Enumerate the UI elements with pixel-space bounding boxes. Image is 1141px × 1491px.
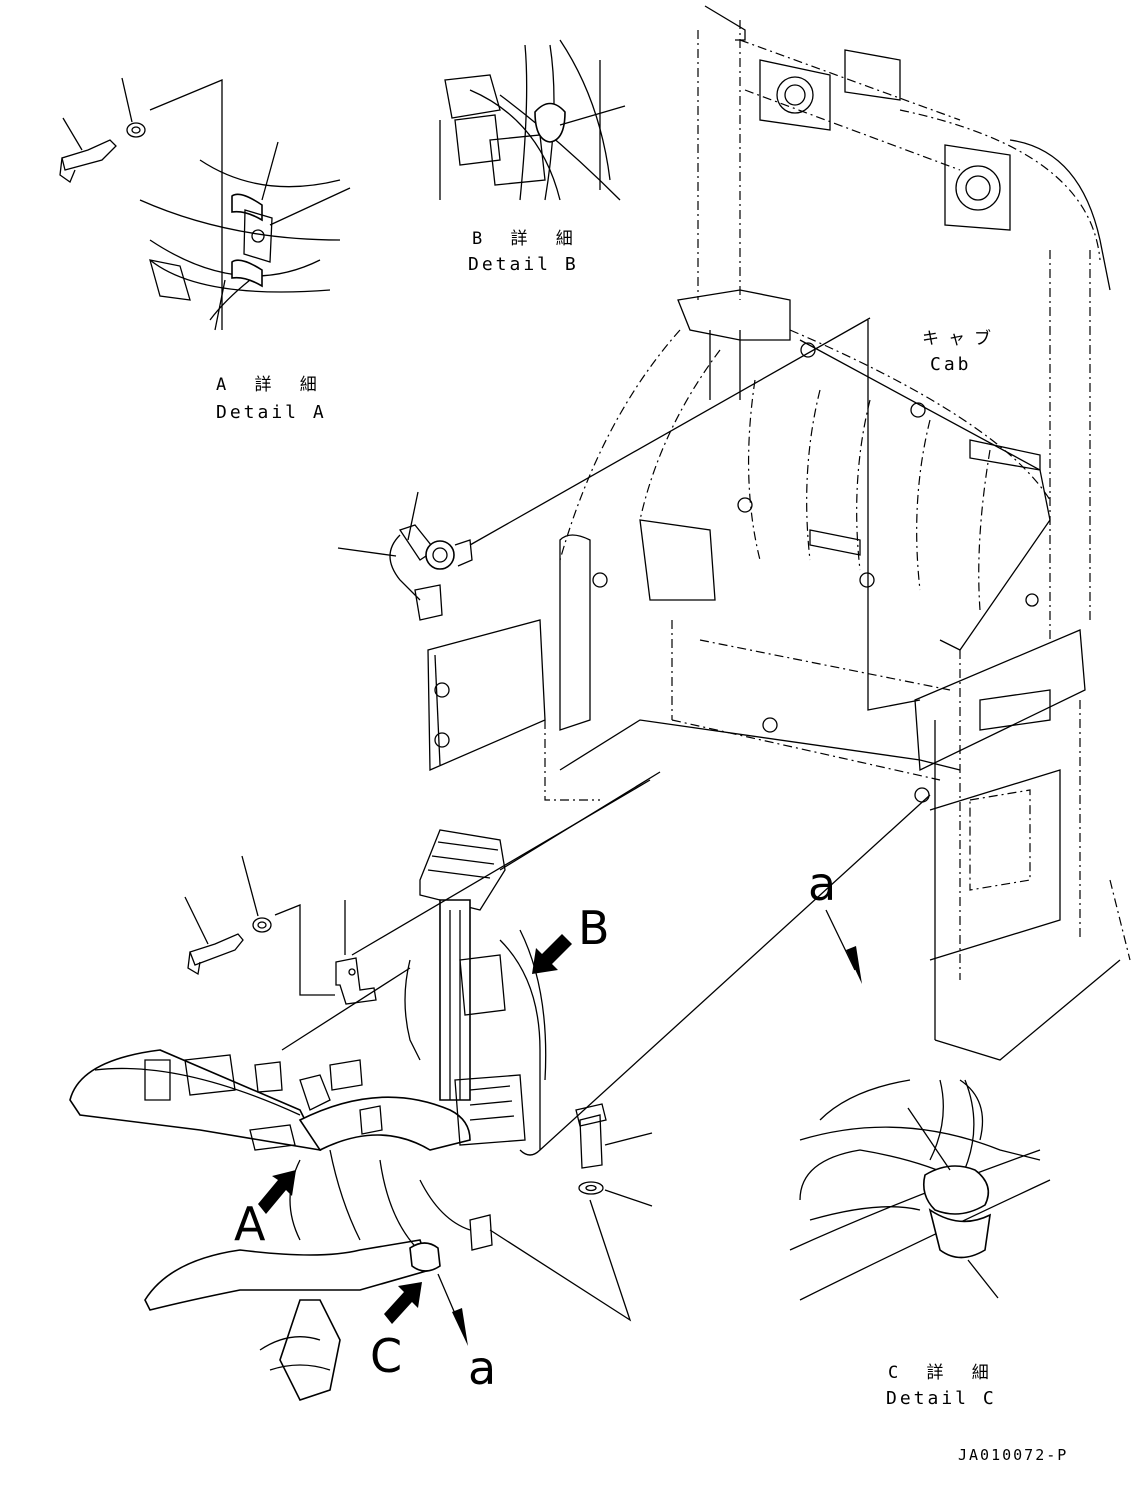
wiring-harness [69,771,931,1401]
view-arrow-a [258,1170,296,1214]
detail-a-label-jp: A 詳 細 [216,375,326,395]
view-arrow-b-label: B [578,901,610,955]
detail-a-label-en: Detail A [216,402,327,423]
drawing-code: JA010072-P [958,1446,1068,1464]
detail-b-label-en: Detail B [468,254,579,275]
detail-c-label-en: Detail C [886,1388,997,1409]
cab-label-jp: キャブ [922,328,1000,349]
detail-a-view [59,77,351,331]
ref-label-a-right: a [808,857,836,911]
ref-label-a-bottom: a [468,1341,496,1395]
detail-b-view [439,39,626,201]
view-arrow-b [532,934,572,974]
detail-b-label-jp: B 詳 細 [472,229,582,249]
cab-frame [427,5,1131,1061]
cab-label-en: Cab [930,354,972,375]
switch-connector [337,317,871,621]
view-arrow-c [384,1282,422,1324]
detail-c-view [789,1079,1051,1301]
ref-arrow-a-bottom [437,1273,468,1346]
view-arrow-c-label: C [370,1329,402,1383]
cab-leader-line [867,320,921,711]
ref-arrow-a-right [825,909,862,984]
detail-c-label-jp: C 詳 細 [888,1363,998,1383]
view-arrow-a-label: A [234,1197,266,1251]
